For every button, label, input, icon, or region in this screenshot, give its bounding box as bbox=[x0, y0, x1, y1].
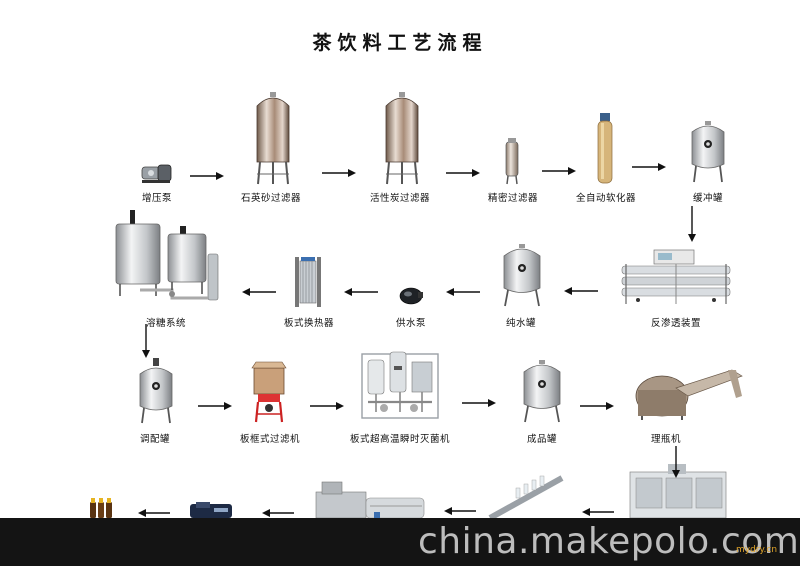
booster-pump-label: 增压泵 bbox=[141, 193, 173, 204]
uht-sterilizer-node bbox=[360, 346, 440, 424]
arrow-left bbox=[444, 501, 476, 520]
sterilizer-skid-icon bbox=[361, 351, 439, 419]
water-pump-icon bbox=[399, 287, 423, 305]
watermark-text: china.makepolo.com bbox=[418, 521, 800, 562]
arrow-right bbox=[198, 396, 232, 415]
blending-tank-label: 调配罐 bbox=[139, 434, 171, 445]
arrow-right bbox=[190, 166, 224, 185]
arrow-right bbox=[310, 396, 344, 415]
cartridge-filter-icon bbox=[505, 138, 519, 185]
storage-tank-icon bbox=[503, 244, 541, 307]
auto-softener-node bbox=[595, 113, 615, 185]
quartz-sand-filter-node bbox=[251, 90, 295, 186]
activated-carbon-filter-node bbox=[380, 90, 424, 186]
watermark-banner bbox=[0, 518, 800, 566]
softener-column-icon bbox=[597, 113, 613, 184]
pressure-vessel-icon bbox=[385, 92, 419, 185]
plate-frame-filter-label: 板框式过滤机 bbox=[239, 434, 301, 445]
pure-water-tank-label: 纯水罐 bbox=[505, 318, 537, 329]
mixing-tank-icon bbox=[139, 358, 173, 424]
booster-pump-node bbox=[140, 162, 174, 184]
water-supply-pump-node bbox=[398, 286, 424, 306]
buffer-tank-node bbox=[688, 118, 728, 184]
pressure-vessel-icon bbox=[256, 92, 290, 185]
arrow-left bbox=[564, 281, 598, 300]
storage-tank-icon bbox=[523, 360, 561, 423]
plate-frame-filter-icon bbox=[251, 361, 287, 423]
monoblock-filler-icon bbox=[629, 464, 727, 519]
sugar-dissolving-system-node bbox=[112, 210, 222, 306]
plate-heat-exchanger-node bbox=[293, 257, 323, 307]
precision-filter-node bbox=[502, 138, 522, 185]
arrow-left bbox=[582, 502, 614, 521]
auto-softener-label: 全自动软化器 bbox=[575, 193, 637, 204]
plate-frame-filter-node bbox=[248, 361, 290, 424]
sugar-dissolving-system-label: 溶糖系统 bbox=[145, 318, 187, 329]
water-supply-pump-label: 供水泵 bbox=[395, 318, 427, 329]
diagram-title: 茶饮料工艺流程 bbox=[312, 32, 488, 54]
bottle-unscrambler-label: 理瓶机 bbox=[650, 434, 682, 445]
arrow-right bbox=[542, 161, 576, 180]
sugar-dissolving-tanks-icon bbox=[115, 210, 219, 301]
activated-carbon-filter-label: 活性炭过滤器 bbox=[369, 193, 431, 204]
arrow-down bbox=[687, 206, 697, 246]
arrow-right bbox=[322, 163, 356, 182]
uht-sterilizer-label: 板式超高温瞬时灭菌机 bbox=[349, 434, 451, 445]
arrow-left bbox=[446, 282, 480, 301]
storage-tank-icon bbox=[691, 121, 725, 183]
labeling-machine-node bbox=[186, 500, 236, 518]
blending-tank-node bbox=[136, 358, 176, 424]
precision-filter-label: 精密过滤器 bbox=[487, 193, 539, 204]
bottle-unscrambler-node bbox=[632, 368, 744, 420]
arrow-left bbox=[138, 503, 170, 522]
arrow-right bbox=[462, 393, 496, 412]
plate-heat-exchanger-label: 板式换热器 bbox=[283, 318, 335, 329]
bottle-conveyor-icon bbox=[488, 475, 564, 521]
filling-line-node bbox=[312, 478, 428, 519]
arrow-down bbox=[141, 324, 151, 362]
labeling-machine-icon bbox=[190, 502, 232, 518]
reverse-osmosis-rack-icon bbox=[621, 249, 731, 304]
reverse-osmosis-unit-label: 反渗透装置 bbox=[650, 318, 702, 329]
bottled-products-node bbox=[88, 496, 114, 518]
arrow-right bbox=[580, 396, 614, 415]
bottle-conveyor-node bbox=[486, 474, 568, 521]
filling-line-icon bbox=[315, 481, 425, 519]
arrow-right bbox=[632, 157, 666, 176]
rinsing-filling-capping-node bbox=[628, 462, 728, 519]
arrow-left bbox=[242, 282, 276, 301]
quartz-sand-filter-label: 石英砂过滤器 bbox=[240, 193, 302, 204]
arrow-left bbox=[344, 282, 378, 301]
finished-product-tank-label: 成品罐 bbox=[526, 434, 558, 445]
finished-product-tank-node bbox=[520, 358, 564, 424]
bottle-unscrambler-icon bbox=[635, 369, 743, 420]
heat-exchanger-icon bbox=[295, 257, 321, 307]
buffer-tank-label: 缓冲罐 bbox=[692, 193, 724, 204]
reverse-osmosis-unit-node bbox=[618, 249, 734, 304]
watermark-small-text: mydry.cn bbox=[736, 545, 778, 555]
arrow-right bbox=[446, 163, 480, 182]
arrow-left bbox=[262, 503, 294, 522]
pure-water-tank-node bbox=[500, 242, 544, 308]
booster-pump-icon bbox=[141, 164, 172, 183]
tea-bottles-icon bbox=[90, 498, 112, 518]
arrow-down bbox=[671, 446, 681, 482]
